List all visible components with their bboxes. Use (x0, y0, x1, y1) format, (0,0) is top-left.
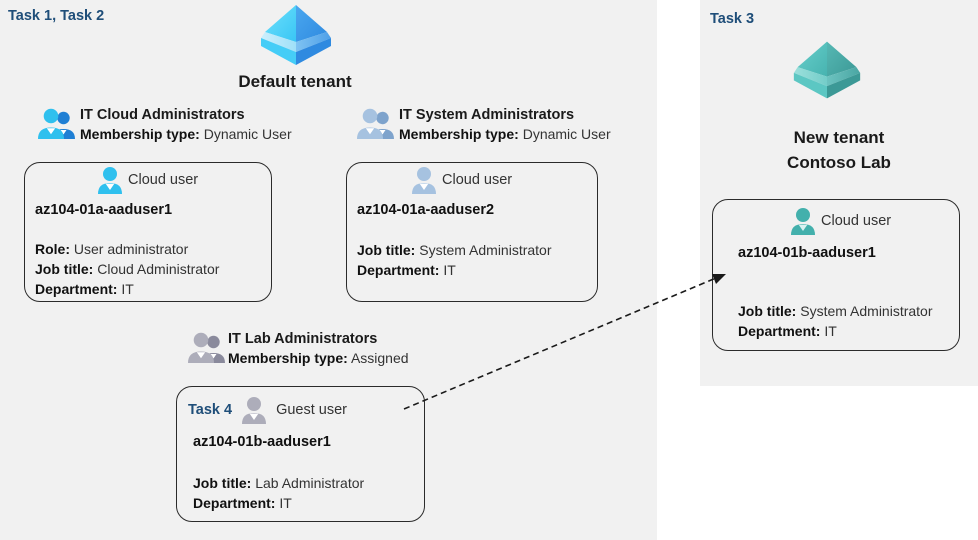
task-label-right: Task 3 (710, 11, 755, 27)
card-attr-row: Department: IT (738, 322, 933, 342)
card-user-type: Cloud user (821, 213, 892, 229)
card-attr-row: Job title: Cloud Administrator (35, 260, 219, 280)
attr-label: Department: (193, 494, 276, 511)
group-users-icon-system-admins (357, 108, 395, 140)
group-users-icon-lab-admins (188, 332, 226, 364)
attr-label: Department: (738, 322, 821, 339)
group-membership: Membership type: Dynamic User (80, 124, 292, 144)
card-attr-row: Job title: System Administrator (738, 302, 933, 322)
card-head-guest: Task 4 Guest user (188, 396, 347, 424)
group-name: IT Cloud Administrators (80, 107, 245, 123)
card-head-aaduser2: Cloud user (412, 166, 512, 194)
card-username-guest: az104-01b-aaduser1 (193, 434, 331, 450)
user-card-aaduser1 (24, 162, 272, 302)
group-membership-label: Membership type: (80, 126, 200, 143)
attr-value: IT (279, 494, 292, 511)
attr-label: Department: (357, 261, 440, 278)
cloud-user-icon (412, 166, 436, 194)
attr-value: System Administrator (800, 303, 933, 319)
group-membership-value: Dynamic User (522, 126, 611, 143)
azure-ad-tenant-icon-default (258, 2, 334, 68)
card-attr-row: Job title: Lab Administrator (193, 474, 364, 494)
new-tenant-title-line1: New tenant (793, 128, 885, 147)
card-username-b-aaduser1: az104-01b-aaduser1 (738, 245, 876, 261)
card-user-type: Guest user (276, 402, 347, 418)
default-tenant-title: Default tenant (238, 72, 352, 91)
attr-value: IT (443, 261, 456, 278)
attr-label: Job title: (193, 475, 252, 491)
user-card-guest-aaduser1 (176, 386, 425, 522)
card-head-b-aaduser1: Cloud user (791, 207, 891, 235)
group-membership-value: Assigned (350, 350, 409, 367)
attr-value: IT (121, 280, 134, 297)
attr-label: Job title: (35, 260, 94, 277)
new-tenant-title: New tenant Contoso Lab (715, 126, 963, 175)
group-membership-value: Dynamic User (203, 126, 292, 143)
cloud-user-icon (98, 166, 122, 194)
group-name: IT Lab Administrators (228, 331, 378, 347)
group-users-icon-cloud-admins (38, 108, 76, 140)
group-membership-label: Membership type: (228, 350, 348, 367)
azure-ad-tenant-icon-new (791, 38, 863, 102)
attr-value: System Administrator (419, 242, 552, 258)
attr-label: Job title: (357, 242, 416, 258)
group-membership: Membership type: Dynamic User (399, 124, 611, 144)
card-attr-row: Job title: System Administrator (357, 241, 552, 261)
group-membership-label: Membership type: (399, 126, 519, 143)
attr-value: Cloud Administrator (97, 260, 220, 277)
card-username-aaduser1: az104-01a-aaduser1 (35, 202, 173, 218)
task-label-inline-task4: Task 4 (188, 402, 233, 418)
cloud-user-icon (791, 207, 815, 235)
card-attrs-aaduser2: Job title: System Administrator Departme… (357, 241, 552, 281)
group-it-cloud-administrators: IT Cloud Administrators Membership type:… (80, 106, 292, 144)
card-attr-row: Department: IT (357, 261, 552, 281)
group-name: IT System Administrators (399, 107, 575, 123)
group-it-system-administrators: IT System Administrators Membership type… (399, 106, 611, 144)
card-attr-row: Department: IT (35, 280, 219, 300)
attr-value: User administrator (73, 241, 189, 257)
user-card-b-aaduser1 (712, 199, 960, 351)
card-user-type: Cloud user (128, 172, 199, 188)
card-attr-row: Department: IT (193, 494, 364, 514)
attr-label: Role: (35, 241, 70, 257)
attr-label: Department: (35, 280, 118, 297)
card-user-type: Cloud user (442, 172, 513, 188)
card-attrs-aaduser1: Role: User administrator Job title: Clou… (35, 240, 219, 300)
new-tenant-title-line2: Contoso Lab (787, 152, 891, 172)
task-label-left: Task 1, Task 2 (8, 8, 105, 24)
card-username-aaduser2: az104-01a-aaduser2 (357, 202, 495, 218)
card-attrs-b-aaduser1: Job title: System Administrator Departme… (738, 302, 933, 342)
card-attrs-guest: Job title: Lab Administrator Department:… (193, 474, 364, 514)
guest-user-icon (242, 396, 267, 424)
group-membership: Membership type: Assigned (228, 348, 409, 368)
attr-value: Lab Administrator (255, 475, 365, 491)
group-it-lab-administrators: IT Lab Administrators Membership type: A… (228, 330, 409, 368)
attr-value: IT (824, 322, 837, 339)
attr-label: Job title: (738, 303, 797, 319)
card-head-aaduser1: Cloud user (98, 166, 198, 194)
card-attr-row: Role: User administrator (35, 240, 219, 260)
